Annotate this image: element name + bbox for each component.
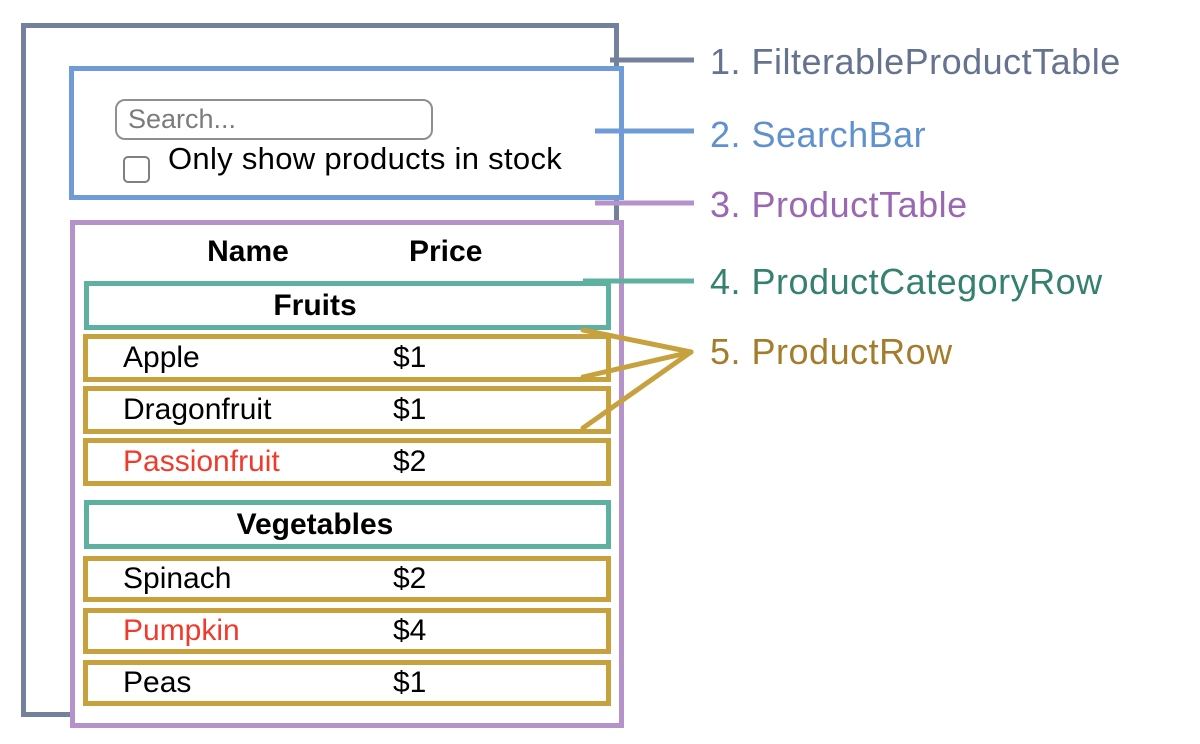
annotation-search-bar: 2. SearchBar xyxy=(710,114,927,155)
product-row-pumpkin: Pumpkin $4 xyxy=(83,608,611,654)
product-row-apple: Apple $1 xyxy=(83,334,611,382)
product-price: $1 xyxy=(393,341,427,374)
product-row-dragonfruit: Dragonfruit $1 xyxy=(83,386,611,434)
product-price: $2 xyxy=(393,445,427,478)
annotation-filterable-product-table: 1. FilterableProductTable xyxy=(710,41,1121,82)
annotation-product-table: 3. ProductTable xyxy=(710,184,968,225)
filterable-product-table-box: Only show products in stock Name Price F… xyxy=(21,23,624,728)
in-stock-checkbox[interactable] xyxy=(123,156,150,183)
category-label: Fruits xyxy=(273,288,357,322)
product-name: Passionfruit xyxy=(123,445,280,478)
in-stock-checkbox-label: Only show products in stock xyxy=(168,141,563,176)
product-row-passionfruit: Passionfruit $2 xyxy=(83,438,611,486)
product-price: $4 xyxy=(393,614,427,647)
column-header-name: Name xyxy=(207,235,289,268)
product-price: $1 xyxy=(393,393,427,426)
annotation-product-row: 5. ProductRow xyxy=(710,331,953,372)
category-row-vegetables: Vegetables xyxy=(84,500,611,549)
product-price: $2 xyxy=(393,562,427,595)
product-row-spinach: Spinach $2 xyxy=(83,556,611,602)
category-row-fruits: Fruits xyxy=(84,281,611,330)
product-name: Dragonfruit xyxy=(123,393,272,426)
product-name: Apple xyxy=(123,341,200,374)
category-label: Vegetables xyxy=(236,507,394,541)
product-name: Peas xyxy=(123,666,192,699)
product-name: Spinach xyxy=(123,562,232,595)
column-header-price: Price xyxy=(409,235,483,268)
product-row-peas: Peas $1 xyxy=(83,660,611,706)
product-table-box: Name Price Fruits Apple $1 Dragonfruit $… xyxy=(70,220,624,728)
product-name: Pumpkin xyxy=(123,614,240,647)
search-input[interactable] xyxy=(115,99,433,140)
product-price: $1 xyxy=(393,666,427,699)
annotation-product-category-row: 4. ProductCategoryRow xyxy=(710,261,1103,302)
